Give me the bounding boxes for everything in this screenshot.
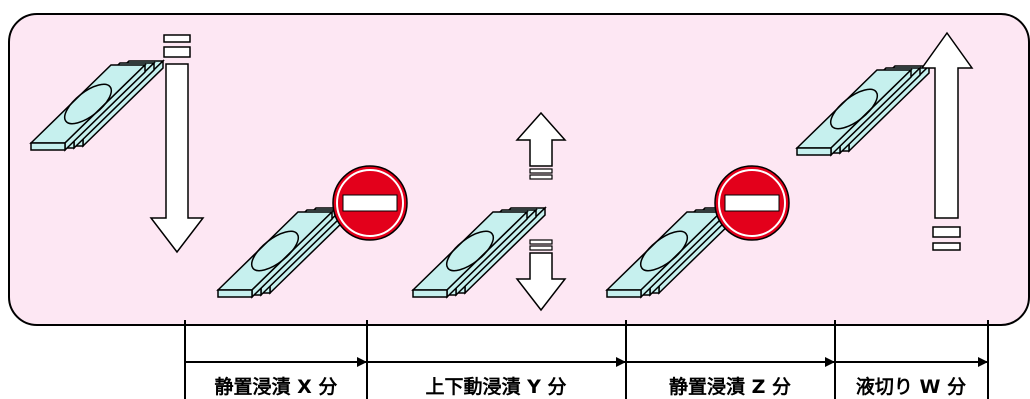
stage-label-drain-w: 液切り W 分 [855, 376, 967, 398]
down-arrow-icon [515, 239, 567, 312]
down-arrow-icon [149, 34, 205, 254]
up-arrow-icon [515, 111, 567, 180]
timeline [184, 320, 989, 399]
stage-label-updown-y: 上下動浸漬 Y 分 [425, 376, 567, 398]
no-entry-icon [332, 165, 408, 241]
up-arrow-icon [920, 31, 974, 251]
stage-label-static-z: 静置浸漬 Z 分 [668, 376, 792, 398]
stage-label-static-x: 静置浸漬 X 分 [214, 376, 338, 398]
no-entry-icon [714, 165, 790, 241]
